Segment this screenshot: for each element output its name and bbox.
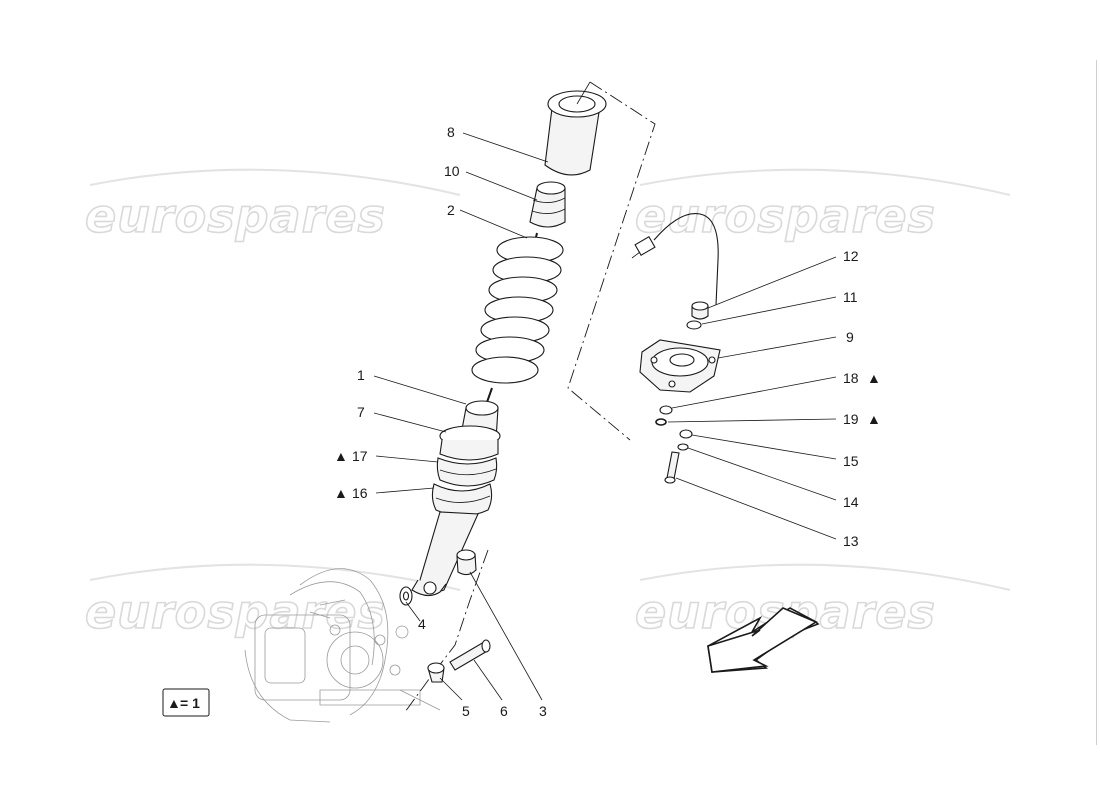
part-17-lower-spring-pad [436, 457, 498, 487]
part-3-bushing [456, 549, 477, 576]
callout-12: 12 [843, 248, 859, 264]
shock-absorber-tube [411, 511, 479, 597]
svg-text:eurospares: eurospares [85, 585, 386, 639]
callout-16: 16 [352, 485, 368, 501]
part-8-bump-stop-cup [544, 81, 607, 176]
svg-text:eurospares: eurospares [635, 189, 936, 243]
leader-lines [373, 132, 837, 701]
part-12-cap-nut [691, 301, 709, 320]
wheel-hub-assembly [244, 568, 441, 723]
part-13-bolt [664, 451, 680, 484]
callout-19: 19 [843, 411, 859, 427]
marker-17: ▲ [334, 448, 348, 464]
callout-15: 15 [843, 453, 859, 469]
legend-marker: ▲ [167, 695, 181, 711]
callout-7: 7 [357, 404, 365, 420]
sensor-cable [631, 212, 719, 306]
watermark-top-left: eurospares [84, 168, 461, 244]
part-19-o-ring [655, 418, 667, 426]
part-2-coil-spring [471, 232, 564, 384]
watermark-bottom-right: eurospares [634, 563, 1011, 640]
svg-text:eurospares: eurospares [85, 189, 386, 243]
callout-13: 13 [843, 533, 859, 549]
part-9-top-mount-plate [639, 339, 721, 393]
marker-18: ▲ [867, 370, 881, 386]
callout-4: 4 [418, 616, 426, 632]
part-4-washer [399, 586, 413, 606]
part-10-bump-stop [529, 181, 566, 228]
part-7-spring-seat [439, 425, 501, 461]
callout-3: 3 [539, 703, 547, 719]
assembly-line-top-mount [567, 81, 656, 441]
callout-17: 17 [352, 448, 368, 464]
callout-18: 18 [843, 370, 859, 386]
part-15-nut [679, 429, 693, 439]
direction-arrow-icon [707, 607, 820, 673]
page-edge-rule [1096, 60, 1097, 745]
callout-2: 2 [447, 202, 455, 218]
legend-label: = 1 [180, 695, 200, 711]
watermark-bottom-left: eurospares [84, 563, 461, 640]
callout-8: 8 [447, 124, 455, 140]
part-18-washer [659, 405, 673, 415]
part-6-bolt [449, 639, 491, 671]
callout-1: 1 [357, 367, 365, 383]
callout-6: 6 [500, 703, 508, 719]
marker-16: ▲ [334, 485, 348, 501]
marker-19: ▲ [867, 411, 881, 427]
legend-box: ▲ = 1 [162, 688, 210, 717]
callout-11: 11 [843, 289, 858, 305]
callout-10: 10 [444, 163, 460, 179]
part-16-adjuster-ring [431, 483, 493, 517]
callout-5: 5 [462, 703, 470, 719]
part-11-washer [686, 320, 702, 330]
part-14-washer [677, 443, 689, 451]
callout-9: 9 [846, 329, 854, 345]
watermark-top-right: eurospares [634, 168, 1011, 244]
callout-14: 14 [843, 494, 859, 510]
